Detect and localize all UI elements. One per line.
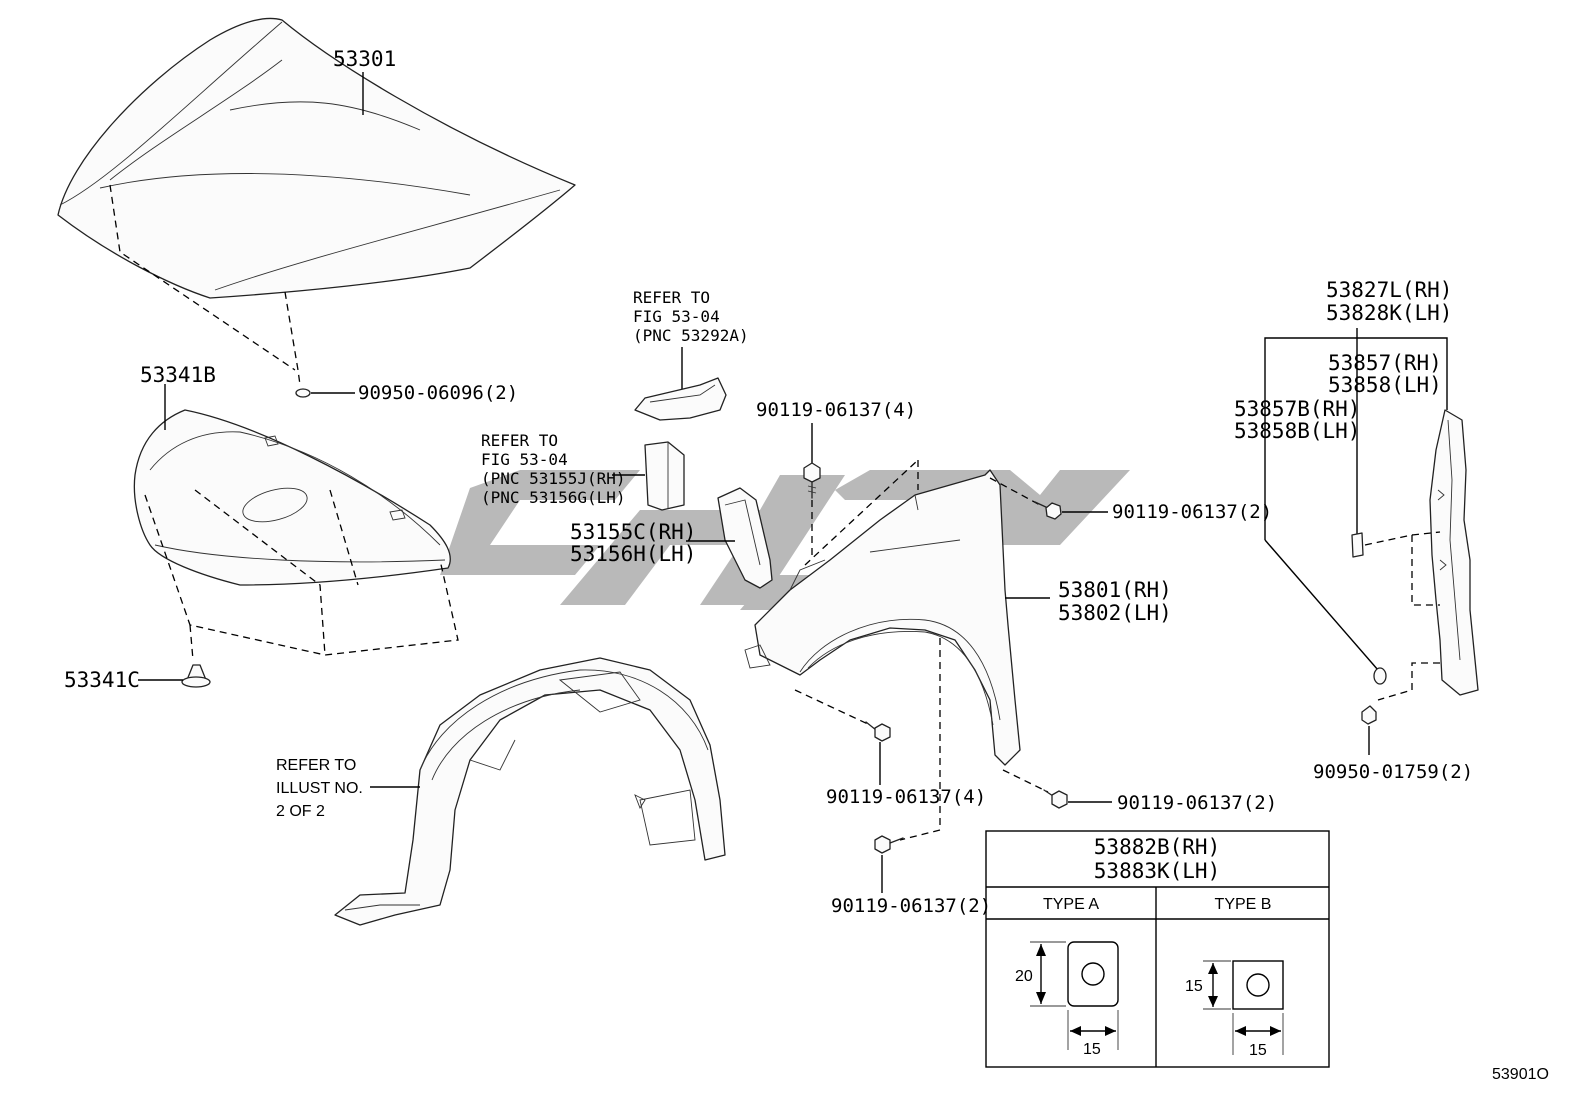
fender-part [744,469,1021,766]
type-a-width: 15 [1083,1041,1101,1058]
fender-lh-label: 53802(LH) [1058,601,1172,625]
table-type-b: TYPE B [1215,896,1272,913]
bolt-front-icon [865,721,891,742]
bolt-right-top-label: 90119-06137(2) [1112,501,1272,523]
type-a-height: 20 [1015,968,1033,985]
table-type-a: TYPE A [1043,896,1099,913]
figure-code: 53901O [1492,1066,1549,1083]
bolt-rear-low-label: 90119-06137(2) [1117,792,1277,814]
hood-part [57,17,576,299]
hood-clip-icon [295,388,311,398]
type-b-height: 15 [1185,978,1203,995]
table-part-rh: 53882B(RH) [1094,835,1220,859]
seal-lh-label: 53828K(LH) [1326,301,1452,325]
ref-fig-top-line2: FIG 53-04 [633,307,720,326]
type-a-pad-icon [1030,941,1119,1050]
ref-fig-mid-line1: REFER TO [481,431,558,450]
fender-bracket-part [717,487,773,589]
bolt-top-icon [803,462,821,499]
cover-clip-label: 53341C [64,668,140,692]
hood-label: 53301 [333,47,396,71]
bolt-front-label: 90119-06137(4) [826,786,986,808]
bracket-rh-label: 53155C(RH) [570,520,696,544]
bolt-rear-low-icon [1043,789,1068,809]
protector-b-rh-label: 53857B(RH) [1234,397,1360,421]
clip-right-label: 90950-01759(2) [1313,761,1473,783]
ref-fig-top-line1: REFER TO [633,288,710,307]
pad-size-table [985,830,1330,1068]
engine-cover-part [133,409,451,586]
ref-fig-mid-line2: FIG 53-04 [481,450,568,469]
protector-rh-label: 53857(RH) [1328,351,1442,375]
fender-liner-part [334,657,726,926]
fender-seal-strip-part [1429,409,1479,696]
type-b-width: 15 [1249,1042,1267,1059]
seal-pad-icon [1351,532,1364,558]
refer-illust-line1: REFER TO [276,757,356,774]
seal-rh-label: 53827L(RH) [1326,278,1452,302]
type-b-pad-icon [1203,960,1284,1055]
protector-b-lh-label: 53858B(LH) [1234,419,1360,443]
bolt-bottom-label: 90119-06137(2) [831,895,991,917]
protector-clip-icon [1373,667,1387,685]
bracket-lh-label: 53156H(LH) [570,542,696,566]
ref-fig-mid-line4: (PNC 53156G(LH) [481,488,626,507]
refer-illust-line2: ILLUST NO. [276,780,363,797]
ref-fig-mid-line3: (PNC 53155J(RH) [481,469,626,488]
seal-top-part [634,377,727,421]
clip-right-icon [1361,705,1377,725]
hood-clip-label: 90950-06096(2) [358,382,518,404]
protector-lh-label: 53858(LH) [1328,373,1442,397]
ref-fig-top-line3: (PNC 53292A) [633,326,749,345]
bolt-right-top-icon [1034,501,1062,520]
fender-rh-label: 53801(RH) [1058,578,1172,602]
engine-cover-label: 53341B [140,363,216,387]
bolt-bottom-icon [874,835,904,854]
table-part-lh: 53883K(LH) [1094,859,1220,883]
seal-mid-part [644,441,685,511]
bolt-top-label: 90119-06137(4) [756,399,916,421]
refer-illust-line3: 2 OF 2 [276,803,325,820]
